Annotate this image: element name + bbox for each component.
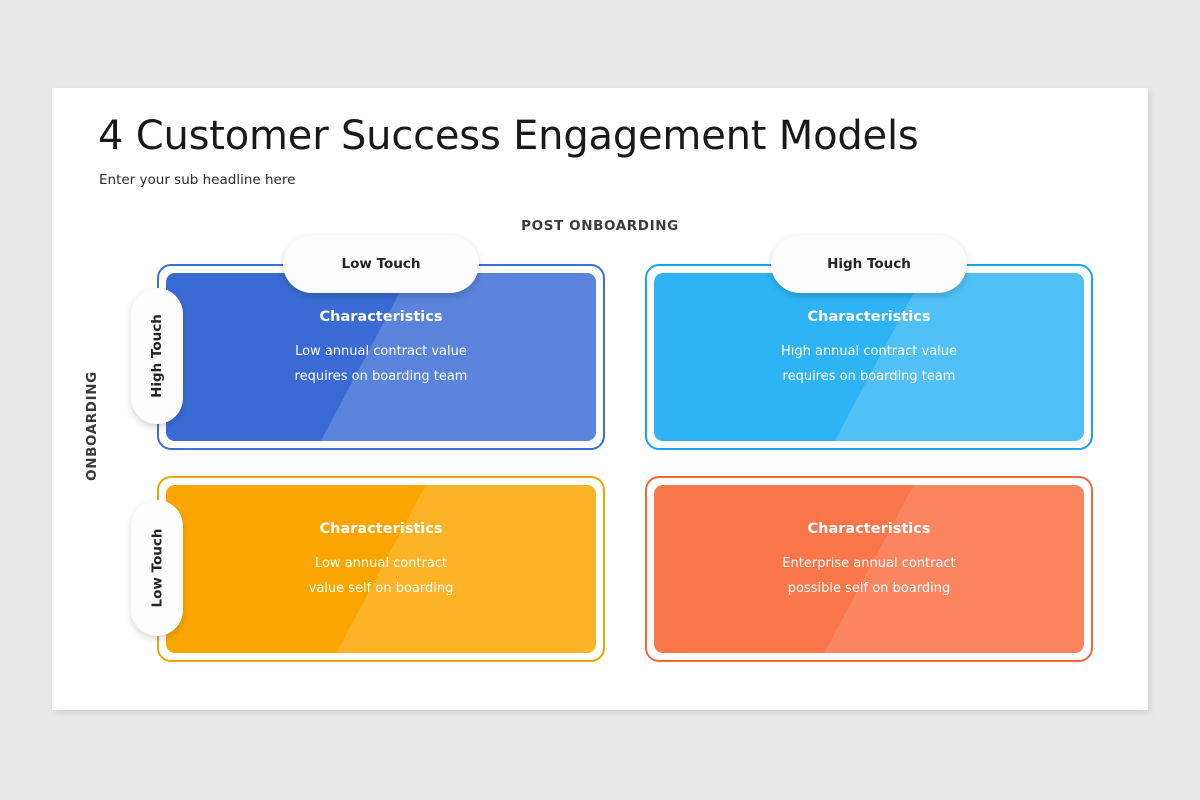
row-header-high-touch[interactable]: High Touch [131,288,183,424]
card-line-1: Low annual contract [314,556,448,571]
page-title: 4 Customer Success Engagement Models [98,113,919,159]
card-line-2: value self on boarding [308,581,454,596]
card-heading: Characteristics [807,309,931,325]
card-line-1: Low annual contract value [295,344,467,359]
card-heading: Characteristics [319,521,443,537]
card-line-1: Enterprise annual contract [782,556,956,571]
card-heading: Characteristics [807,521,931,537]
row-header-label: High Touch [149,314,166,398]
card-line-2: possible self on boarding [787,581,951,596]
axis-label-post-onboarding: POST ONBOARDING [521,218,679,234]
row-header-low-touch[interactable]: Low Touch [131,500,183,636]
column-header-label: Low Touch [341,256,421,272]
card-line-2: requires on boarding team [294,369,468,384]
card-line-2: requires on boarding team [782,369,956,384]
matrix-grid: Low Touch High Touch High Touch Low Touc… [131,235,1102,664]
card-heading: Characteristics [319,309,443,325]
card-body: Characteristics Low annual contract valu… [166,273,596,441]
axis-label-onboarding: ONBOARDING [84,371,100,481]
column-header-label: High Touch [827,256,911,272]
card-body: Characteristics High annual contract val… [654,273,1084,441]
page-subtitle: Enter your sub headline here [99,172,296,188]
quadrant-card-3[interactable]: Characteristics Low annual contract valu… [157,476,605,662]
slide-canvas: 4 Customer Success Engagement Models Ent… [52,88,1148,710]
card-line-1: High annual contract value [780,344,958,359]
card-body: Characteristics Enterprise annual contra… [654,485,1084,653]
column-header-low-touch[interactable]: Low Touch [283,235,479,293]
row-header-label: Low Touch [149,528,165,608]
card-body: Characteristics Low annual contract valu… [166,485,596,653]
quadrant-card-4[interactable]: Characteristics Enterprise annual contra… [645,476,1093,662]
column-header-high-touch[interactable]: High Touch [771,235,967,293]
card-outline [645,476,1093,662]
